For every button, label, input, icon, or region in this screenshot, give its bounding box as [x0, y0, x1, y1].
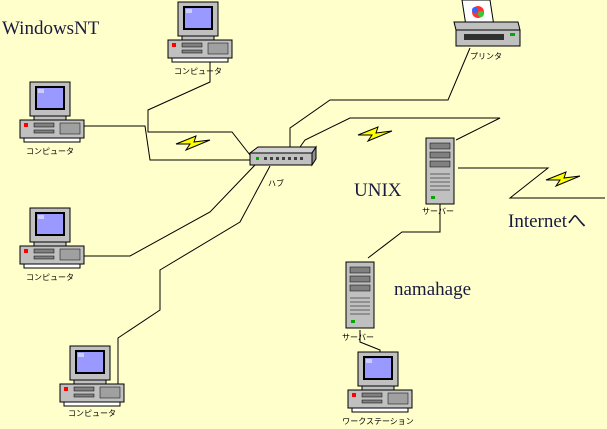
label-server-namahage: サーバー [342, 333, 374, 342]
hub-icon [248, 145, 317, 167]
link-pc-bottom-hub [117, 165, 271, 386]
link-hub-printer [289, 47, 471, 147]
link-pc-top-hub [147, 62, 251, 156]
label-pc-left-1: コンピュータ [26, 147, 74, 156]
link-unix-namahage [367, 200, 441, 259]
label-workstation: ワークステーション [342, 417, 414, 426]
computer-left-2-icon [19, 207, 85, 269]
label-internet: Internetへ [508, 211, 587, 232]
lightning-bolt-icon [357, 126, 393, 142]
workstation-icon [347, 351, 413, 413]
computer-bottom-icon [59, 345, 125, 407]
label-namahage: namahage [394, 279, 472, 300]
link-hub-unix [299, 117, 501, 148]
computer-top-icon [167, 1, 233, 63]
label-server-unix: サーバー [422, 207, 454, 216]
lightning-bolt-icon [545, 171, 581, 187]
connection-lines [78, 47, 605, 386]
server-unix-icon [425, 137, 455, 205]
label-pc-top: コンピュータ [174, 67, 222, 76]
computer-left-1-icon [19, 81, 85, 143]
server-namahage-icon [345, 261, 375, 329]
label-unix: UNIX [354, 180, 402, 201]
printer-icon [453, 0, 521, 47]
link-pc-left2-hub [78, 164, 256, 257]
lightning-bolt-icon [175, 135, 211, 151]
label-hub: ハブ [268, 179, 284, 188]
label-pc-bottom: コンピュータ [68, 409, 116, 418]
label-pc-left-2: コンピュータ [26, 273, 74, 282]
link-pc-left1-hub [78, 125, 250, 161]
label-windows-nt: WindowsNT [2, 18, 100, 39]
label-printer: プリンタ [470, 52, 502, 61]
link-unix-internet [458, 167, 605, 199]
